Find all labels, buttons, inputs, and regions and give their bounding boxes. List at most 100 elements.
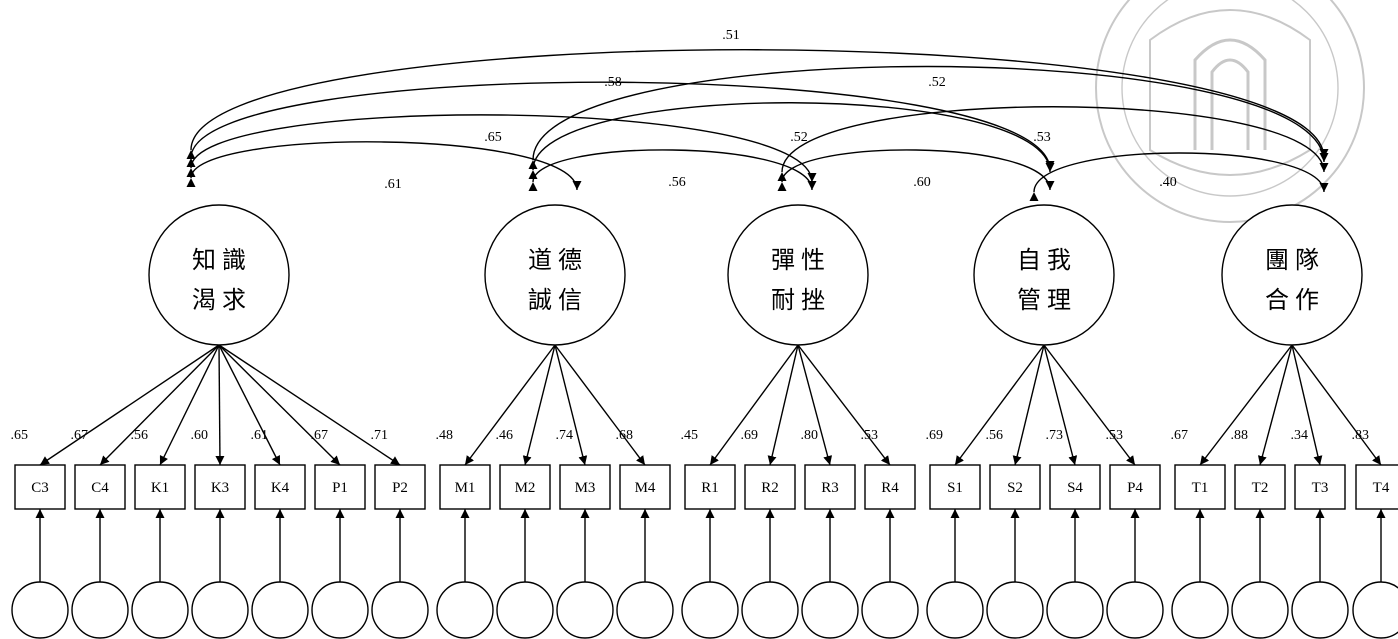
loading-arrow [1291,344,1382,466]
error-term [131,581,189,639]
indicator-box [1174,464,1226,510]
loading-arrow [1043,344,1078,466]
indicator-box [14,464,66,510]
correlation-arc [528,102,1055,180]
loading-arrow [1199,344,1293,466]
indicator-box [194,464,246,510]
error-term [1171,581,1229,639]
indicator-label: R1 [701,480,719,496]
correlation-label: .56 [668,175,686,190]
correlation-arc [186,49,1329,160]
loading-arrow [1012,344,1045,466]
latent-label-line1: 彈性 [771,247,831,274]
indicator-box [929,464,981,510]
error-term [371,581,429,639]
error-term [251,581,309,639]
loading-arrow [797,344,891,466]
indicator-label: K3 [211,480,229,496]
loading-arrow [954,344,1045,466]
loading-label: .67 [71,428,89,443]
indicator-box [744,464,796,510]
loading-arrow [99,344,220,466]
loading-arrow [218,344,341,466]
correlation-arc [1029,152,1329,202]
loading-arrow [1043,344,1136,466]
loading-label: .69 [741,428,759,443]
indicator-label: K1 [151,480,169,496]
loading-arrow [218,344,281,466]
loading-arrow [554,344,646,466]
loading-label: .71 [371,428,389,443]
correlation-label: .61 [384,177,402,192]
error-term [1291,581,1349,639]
indicator-label: T1 [1192,480,1209,496]
error-term [71,581,129,639]
indicator-label: C3 [31,480,49,496]
loading-arrow [797,344,833,466]
loading-arrow [218,344,401,466]
latent-label-line2: 渴求 [192,287,252,314]
loading-label: .61 [251,428,269,443]
loading-arrow [709,344,799,466]
correlation-arc [186,81,1055,171]
loading-arrow [39,344,220,466]
error-term [311,581,369,639]
error-term [1352,581,1398,639]
loading-label: .65 [11,428,29,443]
indicator-label: P4 [1127,480,1143,496]
error-term [1046,581,1104,639]
error-term [926,581,984,639]
latent-factor-team [1221,204,1363,346]
indicator-box [499,464,551,510]
error-term [986,581,1044,639]
loading-label: .69 [926,428,944,443]
indicator-label: S1 [947,480,963,496]
indicator-box [559,464,611,510]
indicator-box [1234,464,1286,510]
loading-arrow [215,344,225,466]
error-term [681,581,739,639]
latent-label-line1: 道德 [528,247,588,274]
latent-label-line2: 誠信 [528,287,588,314]
loading-label: .60 [191,428,209,443]
indicator-label: R3 [821,480,839,496]
indicator-label: S2 [1007,480,1023,496]
loading-label: .80 [801,428,819,443]
latent-factor-moral [484,204,626,346]
indicator-label: R2 [761,480,779,496]
loading-label: .53 [861,428,879,443]
error-term [801,581,859,639]
indicator-label: M1 [455,480,476,496]
loading-arrow [1291,344,1323,466]
correlation-arcs: .61.65.58.51.56.52.52.60.53.40 [186,28,1329,202]
correlation-arc [186,114,817,183]
error-terms [11,509,1398,639]
loading-arrow [159,344,220,466]
indicator-box [1294,464,1346,510]
correlation-arc [528,65,1329,170]
correlation-label: .53 [1033,130,1051,145]
indicator-box [1049,464,1101,510]
loading-label: .67 [311,428,329,443]
loading-arrow [554,344,588,466]
indicator-label: M3 [575,480,596,496]
loading-label: .83 [1352,428,1370,443]
indicator-box [804,464,856,510]
loading-arrow [522,344,556,466]
loading-label: .67 [1171,428,1189,443]
latent-label-line1: 知識 [192,247,252,274]
error-term [861,581,919,639]
indicator-box [684,464,736,510]
loading-arrow [464,344,556,466]
loading-label: .46 [496,428,514,443]
indicator-box [1109,464,1161,510]
error-term [496,581,554,639]
latent-label-line1: 自我 [1017,247,1077,274]
loading-label: .68 [616,428,634,443]
loading-label: .88 [1231,428,1249,443]
error-term [11,581,69,639]
loading-label: .73 [1046,428,1064,443]
error-term [436,581,494,639]
